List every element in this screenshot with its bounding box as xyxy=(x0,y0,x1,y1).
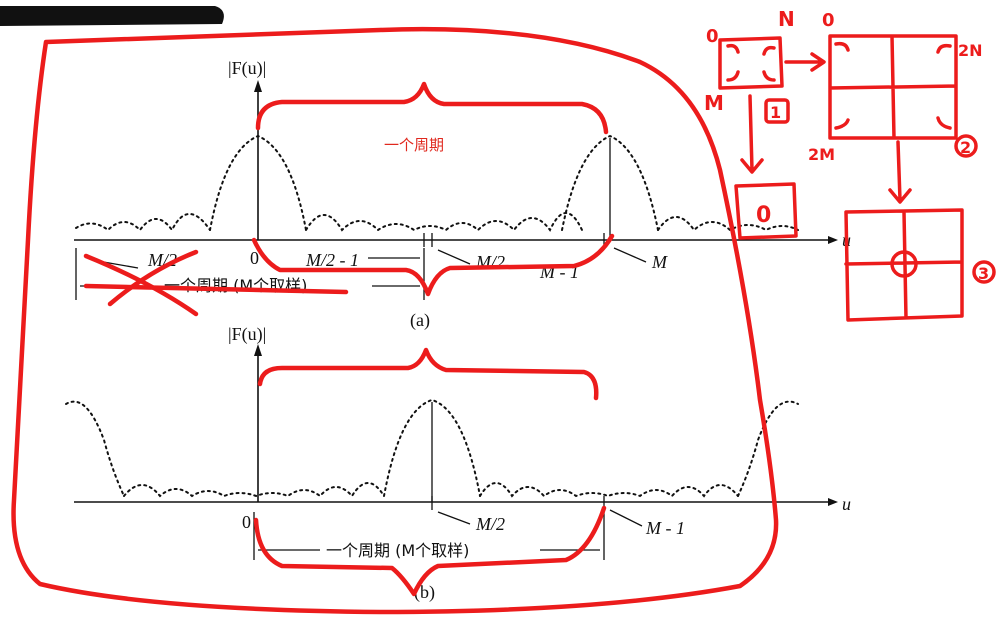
panel-b-period-text: 一个周期 (M个取样) xyxy=(326,541,469,560)
panel-a-x-arrow xyxy=(828,236,838,244)
sketch-shifted-grid xyxy=(844,208,964,322)
annot-2m: 2M xyxy=(808,145,835,164)
sketch-small-box xyxy=(718,36,784,90)
panel-b-top-brace xyxy=(257,347,599,401)
big-grid-corner-tl xyxy=(834,41,850,52)
panel-a-side-lobes-right xyxy=(657,216,799,232)
panel-b-right-half-lobe xyxy=(737,400,799,497)
sketch-small-corner-br xyxy=(762,70,776,82)
panel-a-tick-half-minus-one-label: M/2 - 1 xyxy=(305,250,359,270)
panel-b: |F(u)| u 0 M/2 M - 1 一个周期 (M个取样) (b) xyxy=(65,324,851,603)
annot-big-0: 0 xyxy=(822,10,835,31)
panel-b-x-arrow xyxy=(828,498,838,506)
strike-through xyxy=(83,283,349,295)
panel-b-x-label: u xyxy=(842,494,851,514)
red-period-label: 一个周期 xyxy=(384,136,444,154)
annot-step-1: 1 xyxy=(770,103,781,122)
sketch-big-grid xyxy=(828,34,958,140)
arrow-down-left xyxy=(740,94,764,174)
sketch-small-corner-tr xyxy=(762,45,776,56)
annot-corner-m: M xyxy=(704,91,724,115)
red-annotations: 一个周期 0 N M 0 2N 2M 2 1 xyxy=(11,7,996,615)
redaction-mark xyxy=(0,6,224,26)
arrow-down-right xyxy=(888,140,912,204)
panel-a-arrow-m xyxy=(613,247,647,263)
panel-a-y-arrow xyxy=(254,80,262,92)
panel-b-tick-zero-label: 0 xyxy=(242,512,251,532)
step-3-circle xyxy=(972,260,996,284)
panel-a-main-lobe-right xyxy=(561,134,659,231)
panel-a-bottom-brace xyxy=(251,233,615,297)
panel-b-tick-half-label: M/2 xyxy=(475,514,505,534)
sketch-small-corner-tl xyxy=(726,43,740,54)
panel-b-arrow-half xyxy=(437,511,471,525)
big-grid-corner-br xyxy=(936,116,952,130)
panel-a-side-lobes-left xyxy=(75,213,211,232)
step-1-box xyxy=(764,98,790,124)
annot-step-2: 2 xyxy=(960,138,971,157)
annot-step-0: 0 xyxy=(756,203,771,228)
arrow-to-grid xyxy=(784,52,826,72)
annot-step-3: 3 xyxy=(978,264,989,283)
panel-b-bottom-brace xyxy=(253,505,607,597)
cross-out-2 xyxy=(107,249,199,307)
panel-a-tick-zero-label: 0 xyxy=(250,248,259,268)
panel-a-y-label: |F(u)| xyxy=(228,58,266,79)
panel-b-y-arrow xyxy=(254,344,262,356)
big-grid-corner-tr xyxy=(936,43,952,54)
panel-b-side-lobes-left xyxy=(123,482,385,498)
annot-corner-0: 0 xyxy=(706,26,719,47)
panel-a-tick-m-label: M xyxy=(651,252,668,272)
enclosing-loop xyxy=(11,26,779,615)
sketch-result-box xyxy=(734,182,798,240)
panel-a-main-lobe-left xyxy=(209,134,307,231)
panel-a-caption: (a) xyxy=(410,310,430,331)
center-circle xyxy=(890,250,918,278)
big-grid-corner-bl xyxy=(834,118,850,130)
panel-a-top-brace xyxy=(255,81,609,135)
panel-b-left-half-lobe xyxy=(65,400,125,497)
step-2-circle xyxy=(954,134,978,158)
annot-2n: 2N xyxy=(958,41,983,60)
panel-b-tick-m-minus-one-label: M - 1 xyxy=(645,518,685,538)
cross-out-1 xyxy=(83,253,199,317)
panel-b-y-label: |F(u)| xyxy=(228,324,266,345)
panel-b-main-lobe xyxy=(383,398,481,497)
panel-b-side-lobes-right xyxy=(479,482,739,498)
sketch-small-corner-bl xyxy=(726,70,740,82)
panel-a-side-lobes-middle xyxy=(305,212,583,232)
annot-corner-n: N xyxy=(778,7,795,31)
panel-b-arrow-m-minus-one xyxy=(609,509,643,527)
panel-a-arrow-half xyxy=(437,249,471,265)
